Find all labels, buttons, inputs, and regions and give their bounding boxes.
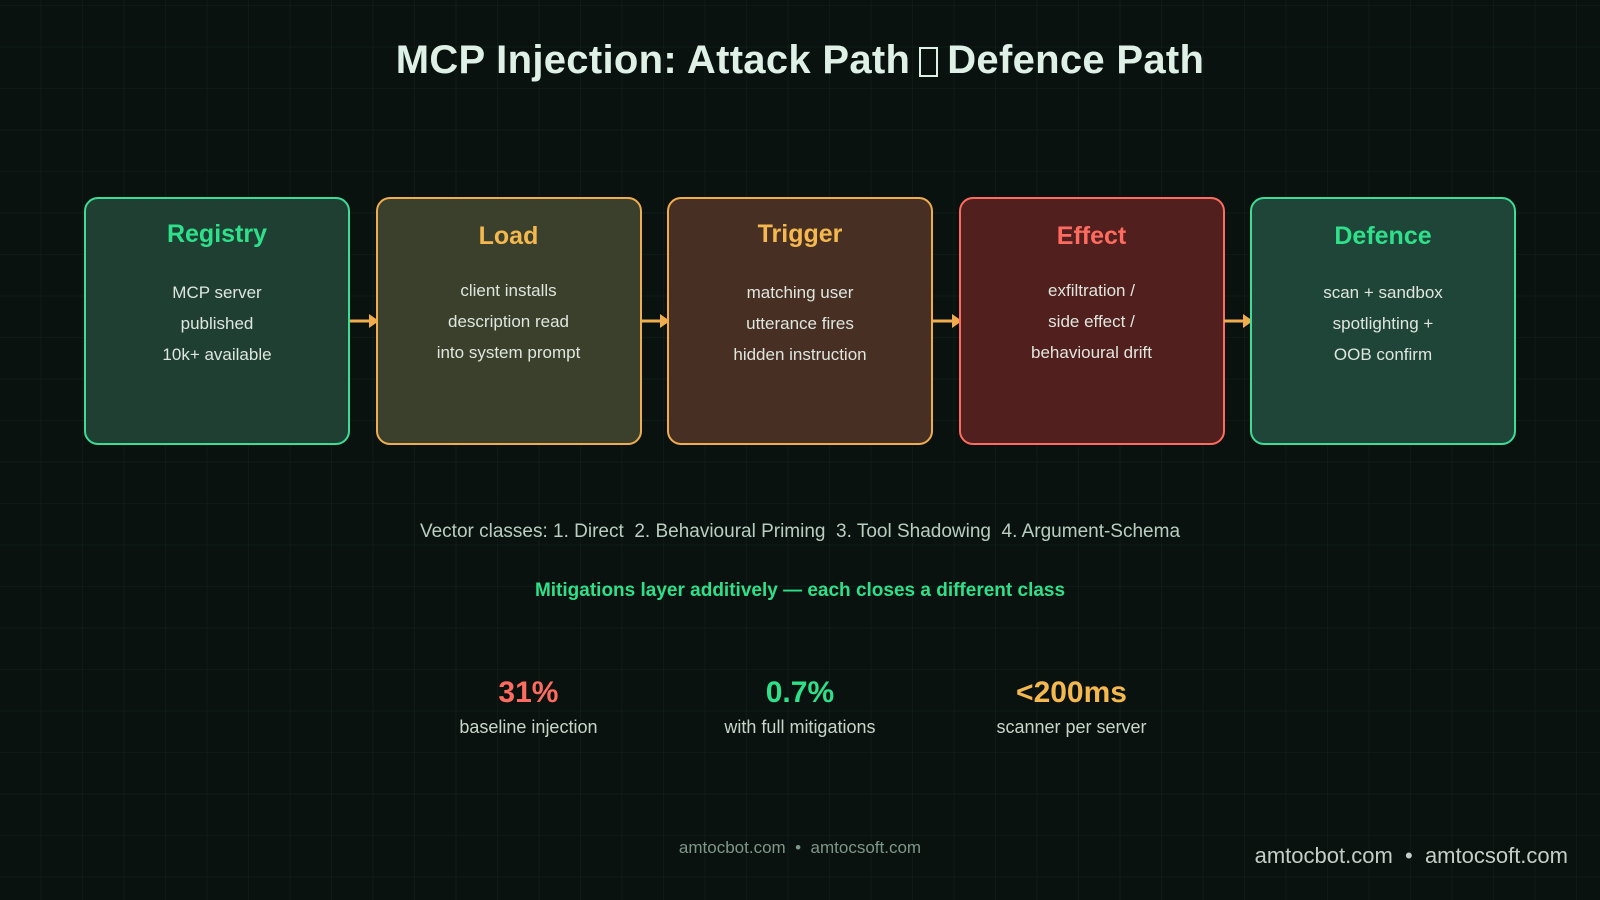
stage-line: exfiltration /: [1048, 281, 1135, 300]
stage-body-defence: scan + sandbox spotlighting + OOB confir…: [1252, 277, 1514, 370]
arrow-right-icon: [349, 319, 376, 323]
footer-center: amtocbot.com • amtocsoft.com: [678, 838, 922, 857]
stat-with-full-mitigations: 0.7% with full mitigations: [724, 674, 875, 742]
stage-line: spotlighting +: [1332, 314, 1434, 333]
stage-body-effect: exfiltration / side effect / behavioural…: [961, 275, 1223, 368]
page-title: MCP Injection: Attack Path Defence Path: [0, 38, 1600, 83]
stage-body-load: client installs description read into sy…: [378, 275, 640, 368]
stage-line: published: [180, 314, 254, 333]
stage-line: side effect /: [1048, 312, 1135, 331]
stat-value: 31%: [498, 676, 559, 709]
stage-line: OOB confirm: [1333, 345, 1433, 364]
stage-line: client installs: [460, 281, 557, 300]
stage-title-registry: Registry: [166, 220, 268, 248]
footer-right: amtocbot.com • amtocsoft.com: [1254, 843, 1568, 868]
stat-label: with full mitigations: [724, 717, 876, 737]
stage-card-registry[interactable]: Registry MCP server published 10k+ avail…: [84, 197, 350, 445]
arrow-head-icon: [660, 314, 671, 328]
connector-registry-to-load: [349, 197, 379, 445]
arrow-head-icon: [368, 314, 379, 328]
arrow-right-icon: [1224, 319, 1251, 323]
stage-card-trigger[interactable]: Trigger matching user utterance fires hi…: [667, 197, 933, 445]
stat-baseline-injection: 31% baseline injection: [453, 674, 603, 742]
stat-label: scanner per server: [996, 717, 1147, 737]
stage-line: 10k+ available: [162, 345, 272, 364]
stage-title-load: Load: [478, 222, 539, 250]
stage-body-registry: MCP server published 10k+ available: [86, 277, 348, 370]
stage-line: description read: [448, 312, 569, 331]
arrow-head-icon: [951, 314, 962, 328]
stage-line: scan + sandbox: [1323, 283, 1443, 302]
stage-body-trigger: matching user utterance fires hidden ins…: [669, 277, 931, 370]
stage-card-defence[interactable]: Defence scan + sandbox spotlighting + OO…: [1250, 197, 1516, 445]
stage-title-trigger: Trigger: [757, 220, 843, 248]
connector-effect-to-defence: [1224, 197, 1254, 445]
stage-title-defence: Defence: [1334, 222, 1432, 250]
vector-classes-note: Vector classes: 1. Direct 2. Behavioural…: [419, 521, 1181, 542]
arrow-head-icon: [1243, 314, 1254, 328]
stage-line: matching user: [746, 283, 854, 302]
stage-line: MCP server: [172, 283, 262, 302]
connector-load-to-trigger: [641, 197, 671, 445]
stage-line: hidden instruction: [733, 345, 867, 364]
stage-card-load[interactable]: Load client installs description read in…: [375, 197, 642, 445]
arrow-right-icon: [932, 319, 959, 323]
stat-label: baseline injection: [459, 717, 598, 737]
connector-trigger-to-effect: [932, 197, 962, 445]
stat-value: 0.7%: [765, 676, 835, 709]
page-title-before: MCP Injection: Attack Path: [395, 38, 911, 82]
stage-line: behavioural drift: [1031, 343, 1152, 362]
stat-value: <200ms: [1016, 676, 1127, 709]
arrow-right-icon: [641, 319, 668, 323]
page-title-after: Defence Path: [947, 38, 1205, 82]
mitigations-note: Mitigations layer additively — each clos…: [534, 580, 1066, 601]
stats-row: 31% baseline injection 0.7% with full mi…: [0, 674, 1600, 742]
stat-scanner-per-server: <200ms scanner per server: [996, 674, 1146, 742]
stage-line: utterance fires: [746, 314, 854, 333]
stage-line: into system prompt: [436, 343, 581, 362]
stage-card-effect[interactable]: Effect exfiltration / side effect / beha…: [958, 197, 1225, 445]
missing-glyph-tofu-icon: [919, 47, 939, 77]
stage-flow: Registry MCP server published 10k+ avail…: [84, 197, 1516, 445]
stage-title-effect: Effect: [1056, 222, 1127, 250]
